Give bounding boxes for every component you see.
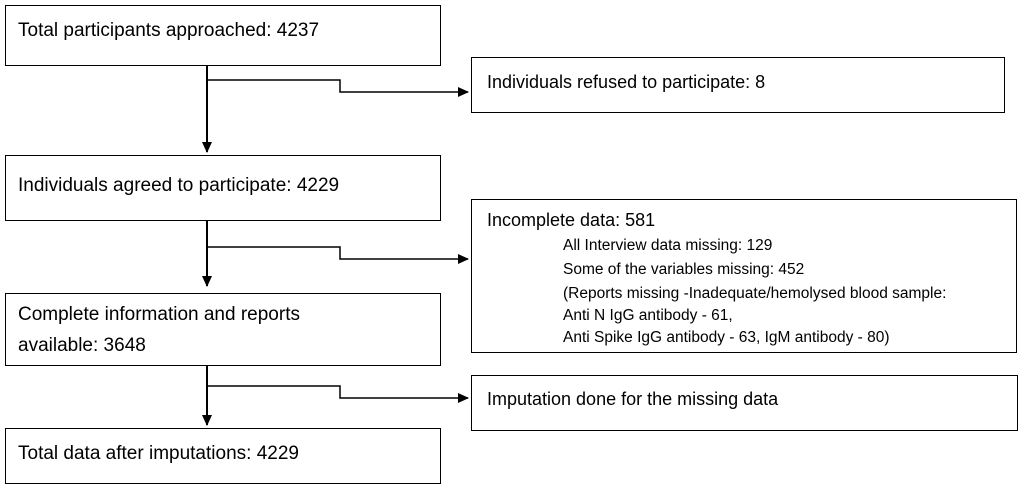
incomplete-detail-3: (Reports missing -Inadequate/hemolysed b…: [563, 285, 947, 302]
arrow-to-imputation: [207, 385, 469, 403]
incomplete-detail-5: Anti Spike IgG antibody - 63, IgM antibo…: [563, 329, 890, 346]
total-after-box: Total data after imputations: 4229: [5, 428, 441, 484]
arrow-to-refused: [207, 79, 469, 97]
complete-box: Complete information and reports availab…: [5, 293, 441, 366]
arrow-to-incomplete: [207, 246, 469, 264]
approached-label: Total participants approached: 4237: [18, 20, 320, 41]
incomplete-title: Incomplete data: 581: [487, 210, 656, 230]
incomplete-detail-4: Anti N IgG antibody - 61,: [563, 307, 733, 324]
imputation-box: Imputation done for the missing data: [471, 375, 1018, 431]
imputation-label: Imputation done for the missing data: [487, 389, 779, 409]
total-after-label: Total data after imputations: 4229: [18, 443, 299, 464]
agreed-box: Individuals agreed to participate: 4229: [5, 155, 441, 221]
incomplete-detail-1: All Interview data missing: 129: [563, 237, 773, 254]
refused-label: Individuals refused to participate: 8: [487, 72, 766, 92]
complete-label-line1: Complete information and reports: [18, 304, 300, 325]
complete-label-line2: available: 3648: [18, 335, 146, 356]
incomplete-detail-2: Some of the variables missing: 452: [563, 261, 805, 278]
approached-box: Total participants approached: 4237: [5, 5, 441, 66]
incomplete-box: Incomplete data: 581 All Interview data …: [471, 199, 1017, 353]
refused-box: Individuals refused to participate: 8: [471, 57, 1005, 113]
agreed-label: Individuals agreed to participate: 4229: [18, 175, 340, 196]
